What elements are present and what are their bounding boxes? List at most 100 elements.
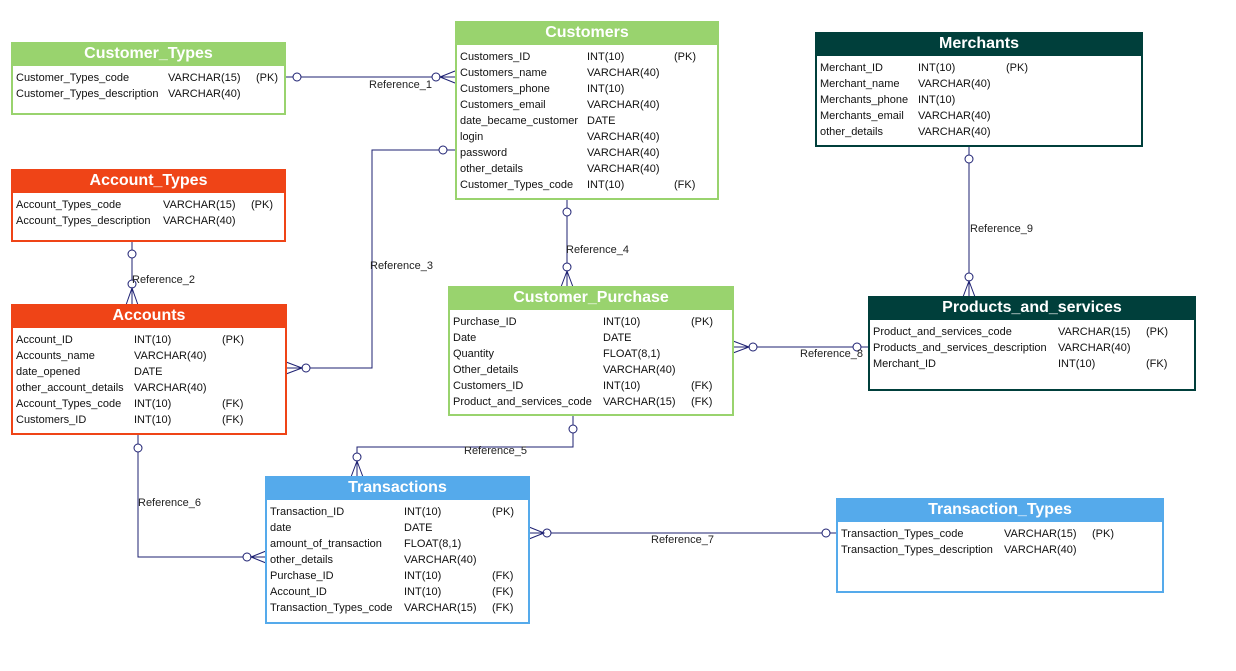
attribute-row: password VARCHAR(40) [460,145,713,161]
attribute-name: date [270,522,292,534]
attribute-name: Account_Types_code [16,199,122,211]
attribute-type: VARCHAR(40) [603,364,676,376]
attribute-key: (FK) [492,586,514,598]
attribute-name: date_became_customer [460,115,579,127]
attribute-name: other_details [460,163,523,175]
attribute-key: (FK) [691,396,713,408]
attribute-type: VARCHAR(40) [918,78,991,90]
reference-2-crowfoot [125,286,139,306]
attribute-key: (PK) [1092,528,1114,540]
reference-6-one-end [133,443,143,453]
attribute-name: Purchase_ID [453,316,517,328]
attribute-type: INT(10) [404,506,442,518]
attribute-name: Transaction_Types_code [841,528,964,540]
attribute-type: INT(10) [404,570,442,582]
entity-title: Transaction_Types [836,498,1164,522]
attribute-type: INT(10) [603,316,641,328]
reference-3-label: Reference_3 [370,260,433,272]
entity-transaction-types[interactable]: Transaction_Types Transaction_Types_code… [836,498,1164,593]
attribute-row: Customer_Types_code INT(10) (FK) [460,177,713,193]
reference-3-line [286,149,455,369]
attribute-key: (FK) [674,179,696,191]
attribute-name: Account_ID [16,334,73,346]
attribute-type: INT(10) [134,334,172,346]
attribute-type: INT(10) [603,380,641,392]
reference-1-one-end [292,72,302,82]
attribute-key: (FK) [1146,358,1168,370]
attribute-name: Product_and_services_code [453,396,592,408]
attribute-type: INT(10) [404,586,442,598]
attribute-name: Customer_Types_code [16,72,130,84]
reference-5-crowfoot [350,459,364,478]
attribute-type: VARCHAR(40) [587,131,660,143]
attribute-type: DATE [134,366,163,378]
attribute-type: INT(10) [134,398,172,410]
attribute-name: Customer_Types_code [460,179,574,191]
attribute-key: (FK) [222,398,244,410]
attribute-name: Customer_Types_description [16,88,159,100]
attribute-type: VARCHAR(40) [1004,544,1077,556]
attribute-name: Product_and_services_code [873,326,1012,338]
attribute-name: Customers_ID [16,414,87,426]
attribute-name: Accounts_name [16,350,95,362]
attribute-type: DATE [587,115,616,127]
attribute-key: (PK) [674,51,696,63]
attribute-type: INT(10) [587,179,625,191]
reference-5-label: Reference_5 [464,445,527,457]
attribute-type: VARCHAR(40) [134,350,207,362]
attribute-name: other_details [820,126,883,138]
attribute-name: Products_and_services_description [873,342,1047,354]
attribute-type: VARCHAR(40) [134,382,207,394]
attribute-name: Merchant_ID [873,358,936,370]
attribute-key: (PK) [1146,326,1168,338]
attribute-type: FLOAT(8,1) [404,538,462,550]
attribute-key: (PK) [492,506,514,518]
entity-products-and-services[interactable]: Products_and_services Product_and_servic… [868,296,1196,391]
reference-4-one-end [562,207,572,217]
reference-7-crowfoot [528,526,546,540]
entity-title: Transactions [265,476,530,500]
attribute-name: password [460,147,508,159]
attribute-name: Quantity [453,348,494,360]
reference-3-crowfoot [285,361,304,375]
attribute-type: VARCHAR(40) [587,67,660,79]
reference-9-crowfoot [962,279,976,298]
attribute-type: FLOAT(8,1) [603,348,661,360]
reference-4-label: Reference_4 [566,244,629,256]
attribute-type: VARCHAR(40) [587,147,660,159]
attribute-name: other_account_details [16,382,124,394]
entity-title: Accounts [11,304,287,328]
attribute-row: Quantity FLOAT(8,1) [453,346,728,362]
